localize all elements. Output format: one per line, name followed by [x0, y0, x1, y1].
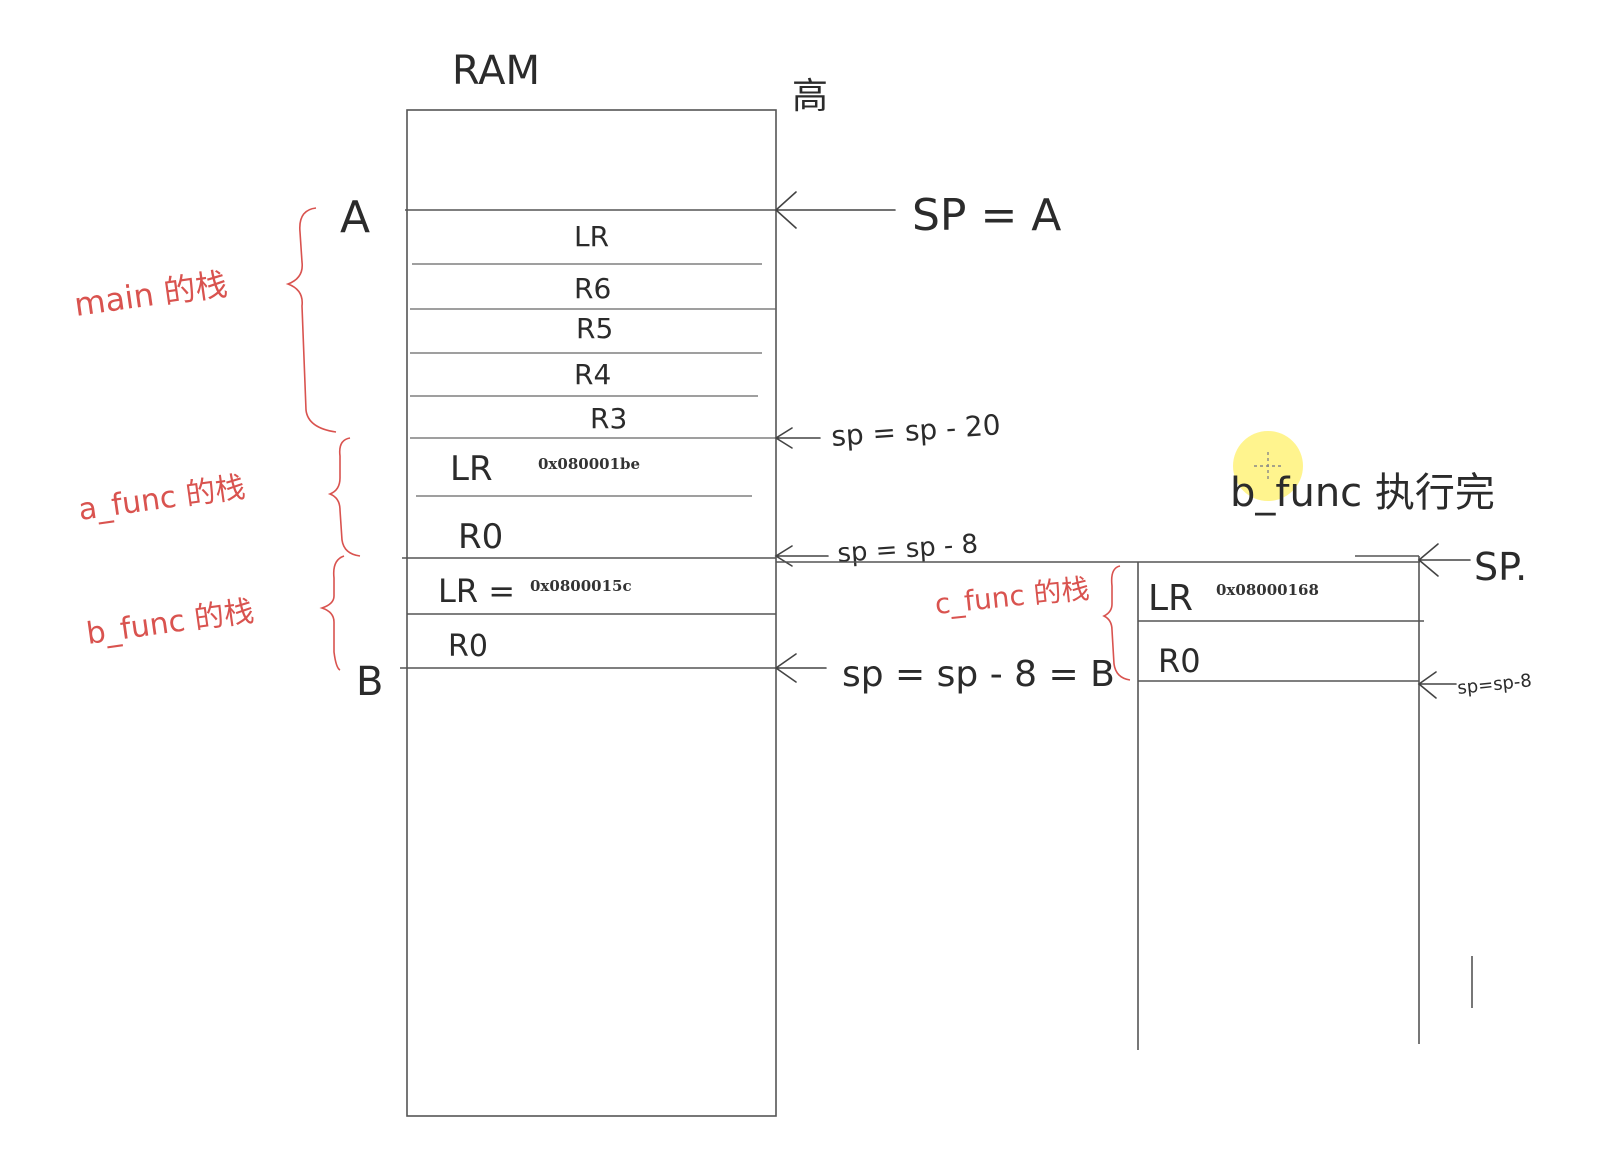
slot-address: 0x080001be — [538, 455, 640, 473]
main-stack-label: main 的栈 — [72, 265, 230, 324]
b-func-done-label: b_func 执行完 — [1230, 470, 1495, 516]
crosshair-icon — [1254, 452, 1282, 480]
slot-reg: R5 — [576, 312, 613, 345]
sp-minus-20: sp = sp - 20 — [830, 408, 1001, 453]
arrow-sp-20 — [774, 427, 821, 449]
b-func-stack-label: b_func 的栈 — [84, 594, 256, 652]
ram-label: RAM — [452, 48, 540, 94]
b-func-brace — [319, 555, 345, 671]
slot-address: 0x0800015c — [530, 577, 632, 595]
slot-reg: R0 — [458, 517, 503, 557]
slot-reg: LR — [450, 449, 493, 489]
slot-reg: R3 — [590, 402, 627, 435]
ram-column — [406, 109, 777, 1117]
side-slot-address: 0x08000168 — [1216, 581, 1319, 599]
slot-reg: LR = — [438, 572, 515, 610]
arrow-sp-b — [774, 653, 827, 683]
high-label: 高 — [792, 76, 828, 117]
main-brace — [285, 207, 337, 433]
slot-reg: R6 — [574, 272, 611, 305]
slot-reg: LR — [574, 220, 609, 253]
side-sp-label: SP. — [1474, 545, 1527, 589]
side-slot-reg: LR — [1148, 578, 1193, 619]
point-b-label: B — [356, 659, 383, 705]
a-func-brace — [327, 437, 361, 557]
sp-equals-a: SP = A — [912, 190, 1061, 241]
c-func-brace — [1102, 565, 1131, 681]
side-sp-minus-8: sp=sp-8 — [1456, 670, 1532, 699]
a-func-stack-label: a_func 的栈 — [76, 470, 247, 528]
c-func-stack-label: c_func 的栈 — [933, 572, 1091, 621]
arrow-sp-a — [774, 191, 896, 229]
sp-equals-b: sp = sp - 8 = B — [842, 654, 1115, 695]
sp-minus-8: sp = sp - 8 — [836, 529, 979, 569]
arrow-sp-8 — [774, 545, 829, 567]
side-slot-reg: R0 — [1158, 642, 1201, 680]
point-a-label: A — [340, 192, 370, 243]
slot-reg: R0 — [448, 629, 488, 664]
slot-reg: R4 — [574, 358, 611, 391]
arrow-side-sp — [1417, 543, 1471, 577]
arrow-side-sp-8 — [1417, 671, 1457, 699]
